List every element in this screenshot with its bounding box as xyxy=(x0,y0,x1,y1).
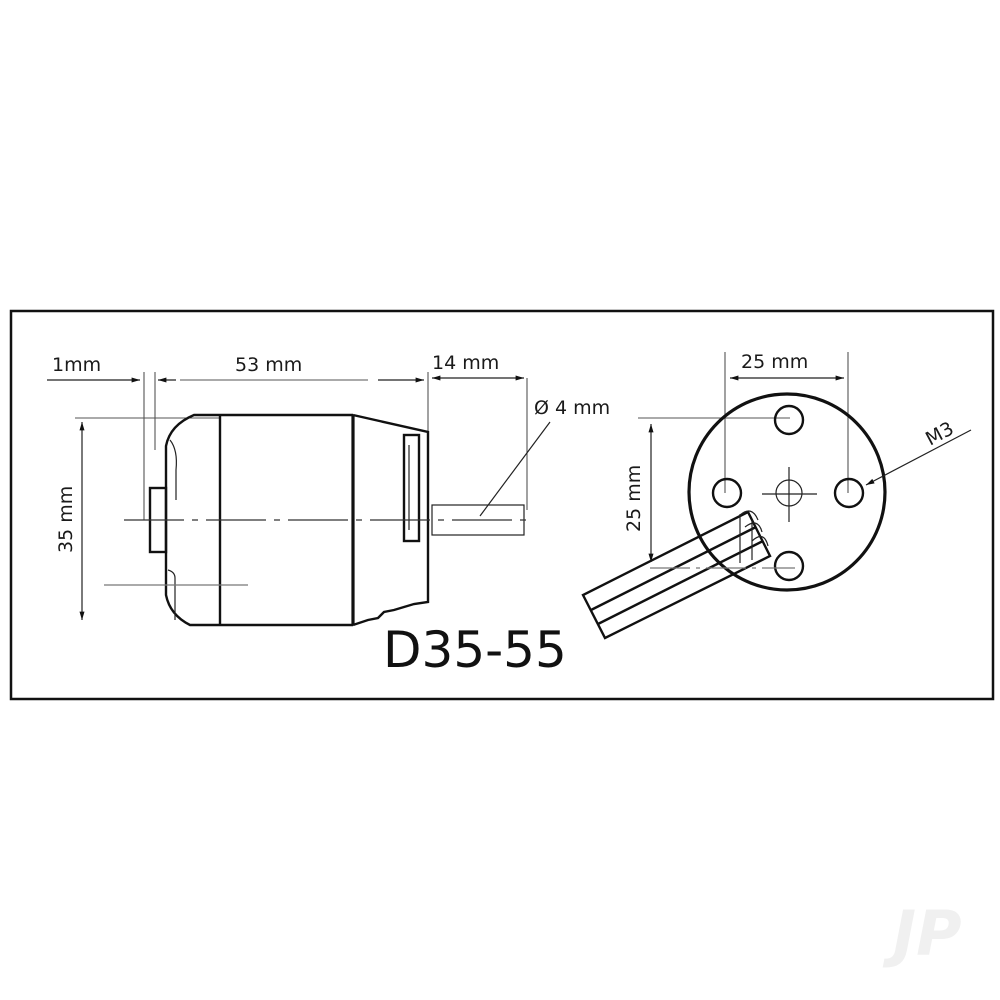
dim-body-diameter: 35 mm xyxy=(55,486,77,553)
dim-shaft-length: 14 mm xyxy=(432,352,499,374)
mount-hole-left xyxy=(711,477,743,509)
motor-rear-cap xyxy=(352,413,430,627)
front-view: 25 mm 25 mm M3 xyxy=(581,351,972,640)
side-view: 1mm 53 mm 14 mm Ø 4 mm 35 mm xyxy=(47,352,610,627)
dim-hole-spacing-horizontal: 25 mm xyxy=(741,351,808,373)
model-label: D35-55 xyxy=(383,621,567,679)
dim-thread: M3 xyxy=(922,418,957,451)
mount-plate xyxy=(687,392,887,592)
dim-front-gap: 1mm xyxy=(52,354,101,376)
mount-hole-top xyxy=(773,404,805,436)
dim-shaft-diameter: Ø 4 mm xyxy=(534,397,610,419)
mount-hole-right xyxy=(833,477,865,509)
dim-hole-spacing-vertical: 25 mm xyxy=(623,465,645,532)
mount-hole-bottom xyxy=(773,550,805,582)
motor-cables xyxy=(581,510,772,640)
drawing-frame xyxy=(9,309,995,701)
dim-body-length: 53 mm xyxy=(235,354,302,376)
jp-watermark-logo: JP xyxy=(882,897,962,970)
